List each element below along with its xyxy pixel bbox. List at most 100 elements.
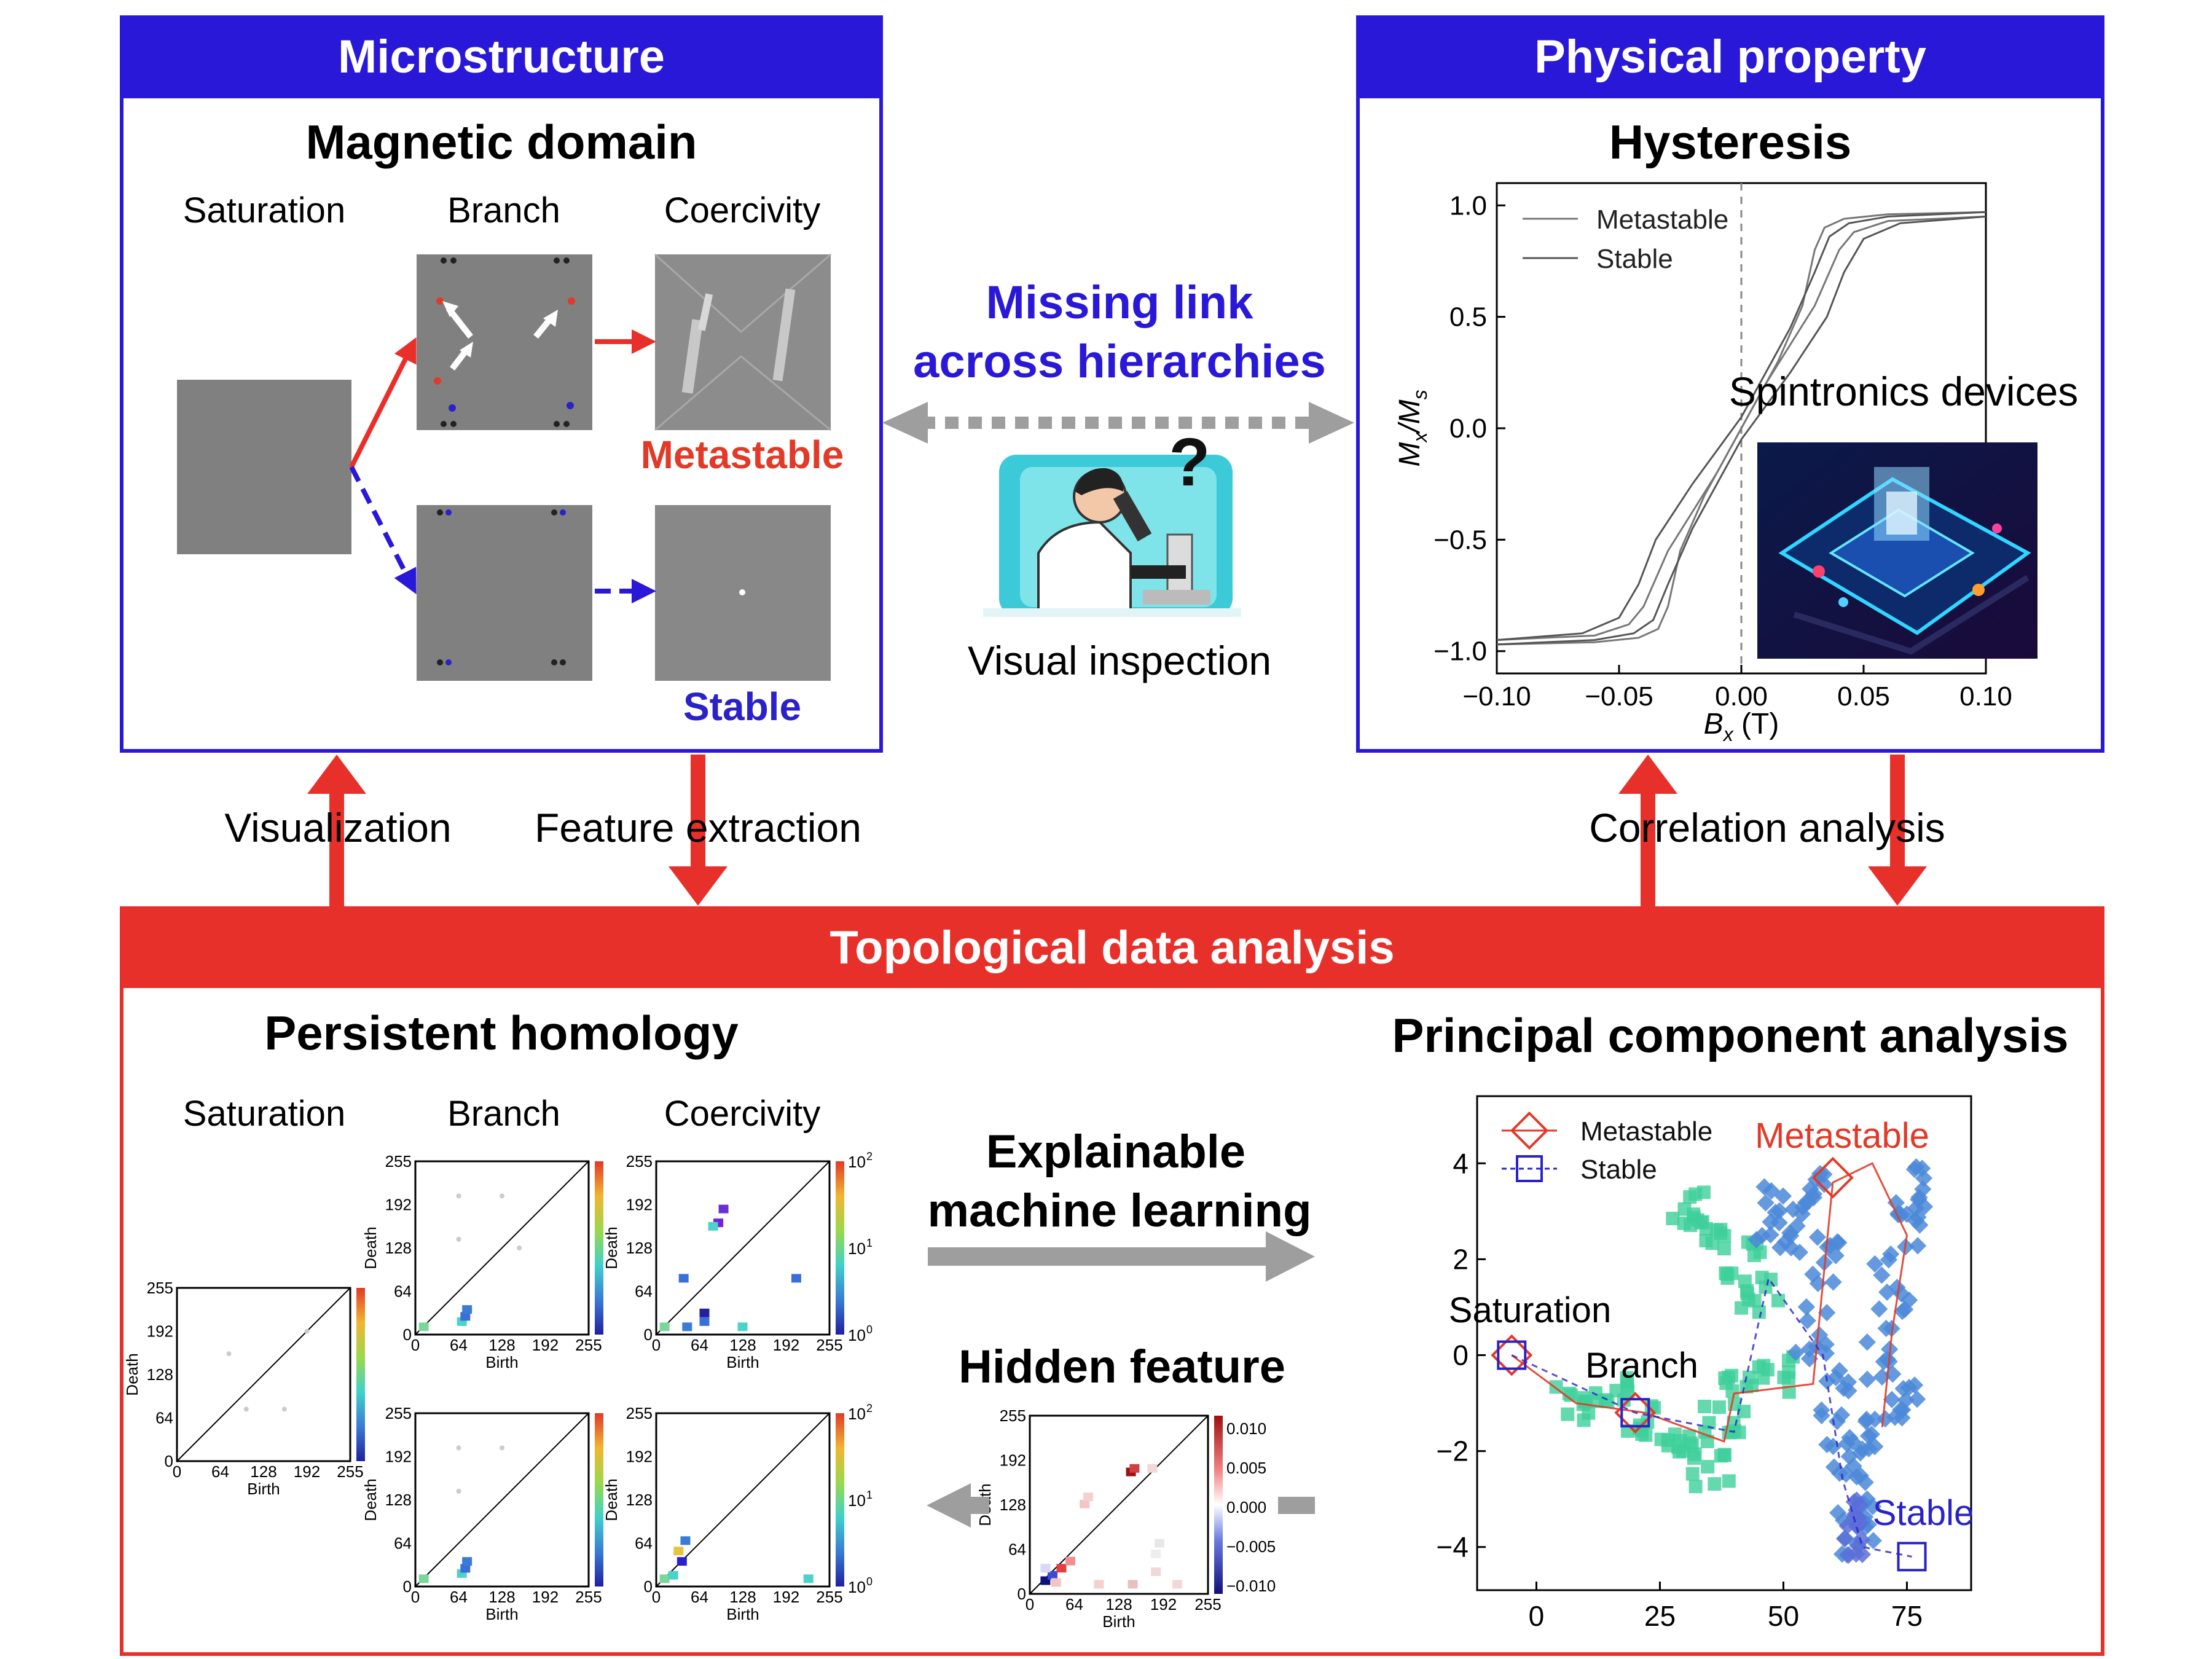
pd-cell [1080,1499,1090,1508]
pca-point [1771,1239,1789,1257]
hysteresis-xtick-label: −0.10 [1462,681,1531,712]
pca-point [1897,1391,1915,1409]
pd-ytick-label: 128 [385,1239,412,1257]
pd-xlabel: Birth [485,1353,518,1371]
pca-xtick-label: 0 [1529,1600,1545,1632]
pca-point [1858,1333,1876,1351]
pd-ytick-label: 0 [403,1577,412,1596]
hidden-feature-arrow-shaft [971,1497,989,1514]
pd-colorbar-exp: 1 [866,1237,873,1249]
pca-point [1668,1427,1682,1441]
microscope-scientist-icon [983,455,1241,617]
pca-point [1804,1265,1822,1284]
pca-point [1824,1273,1842,1291]
pd-xtick-label: 255 [1194,1595,1221,1614]
pd-xtick-label: 255 [337,1462,363,1481]
pd-xtick-label: 128 [250,1462,276,1481]
pd-xtick-label: 192 [773,1588,799,1606]
microstructure-panel: Microstructure Magnetic domain Saturatio… [120,15,883,753]
pca-point [1818,1304,1836,1322]
pca-point [1858,1370,1877,1389]
pca-point [1827,1247,1845,1265]
pd-cell [1065,1556,1075,1566]
pca-stable-marker [1897,1542,1927,1572]
pd-ylabel: Death [361,1478,380,1521]
pd-hidden-feature: 006464128128192192255255BirthDeath0.0100… [976,1406,1276,1631]
pca-metastable-marker [1811,1156,1854,1199]
pca-metastable-marker [1614,1392,1657,1434]
pca-legend-square [1516,1155,1543,1182]
pca-stable-marker [1497,1340,1527,1370]
pd-cell [1129,1464,1140,1473]
pd-xtick-label: 128 [729,1588,756,1606]
pca-point [1908,1390,1926,1408]
pd-cell [677,1557,687,1566]
pca-point [1752,1305,1766,1319]
pca-point [1800,1350,1819,1368]
pd-colorbar-tick: 10 [848,1239,866,1258]
pd-colorbar [595,1161,603,1335]
pd-xtick-label: 128 [729,1336,756,1354]
microstructure-header: Microstructure [338,31,665,83]
pd-faint-point [281,1406,287,1412]
pca-point [1784,1201,1802,1218]
pca-point [1708,1477,1722,1491]
hysteresis-xtick-label: −0.05 [1585,681,1653,712]
pd-cell [668,1571,678,1580]
saturation-domain-image [177,380,351,554]
pd-cell [803,1574,814,1583]
pd-colorbar-tick: 0.005 [1226,1459,1266,1477]
pd-ytick-label: 255 [1000,1406,1026,1425]
pca-point [1846,1508,1864,1526]
pd-ytick-label: 0 [644,1577,653,1596]
pca-metastable-marker [1491,1334,1533,1376]
pca-point [1757,1194,1775,1212]
branch-domain-image-metastable [417,254,592,430]
pca-annotation-saturation: Saturation [1449,1290,1611,1330]
visualization-label: Visualization [224,805,451,850]
pd-xtick-label: 255 [575,1588,602,1606]
ph-col-coercivity: Coercivity [664,1094,821,1134]
hidden-feature-arrow-head [927,1483,971,1528]
pca-point [1722,1370,1736,1384]
pd-faint-point [456,1193,461,1199]
pd-colorbar-exp: 2 [866,1402,873,1414]
pca-point [1877,1410,1894,1428]
pca-plot-frame [1476,1095,1972,1591]
pd-colorbar-exp: 0 [866,1324,873,1336]
pca-point [1577,1413,1591,1427]
xai-arrow-head [1266,1231,1315,1282]
pd-xtick-label: 128 [488,1336,515,1354]
pd-faint-point [456,1236,461,1242]
hidden-feature-title: Hidden feature [959,1341,1285,1393]
missing-link-line2: across hierarchies [913,335,1326,388]
hysteresis-xtick-label: 0.05 [1837,681,1890,712]
legend-metastable: Metastable [1596,205,1728,235]
pca-point [1564,1388,1578,1402]
pd-ytick-label: 192 [147,1322,173,1341]
pca-point [1836,1530,1854,1548]
magnetic-domain-title: Magnetic domain [305,115,697,169]
pca-ytick-label: −4 [1437,1531,1469,1563]
pd-cell [1172,1580,1182,1589]
pca-point [1732,1426,1746,1440]
tda-header: Topological data analysis [830,922,1394,974]
pca-title: Principal component analysis [1392,1008,2069,1062]
coercivity-domain-image-metastable [654,253,831,431]
pca-xtick-label: 50 [1768,1600,1799,1632]
pca-point [1725,1266,1739,1281]
pd-xtick-label: 64 [1065,1595,1083,1614]
pd-xtick-label: 192 [1150,1595,1177,1614]
pd-diagonal [176,1287,351,1462]
pd-ytick-label: 192 [626,1448,653,1466]
pd-cell [737,1322,748,1332]
pca-point [1770,1214,1788,1232]
pd-xtick-label: 128 [1105,1595,1132,1614]
tda-header-bar [122,908,2103,988]
pca-point [1900,1291,1918,1309]
pca-point [1827,1368,1845,1387]
pd-cell [462,1305,473,1314]
pd-ytick-label: 128 [1000,1496,1026,1514]
